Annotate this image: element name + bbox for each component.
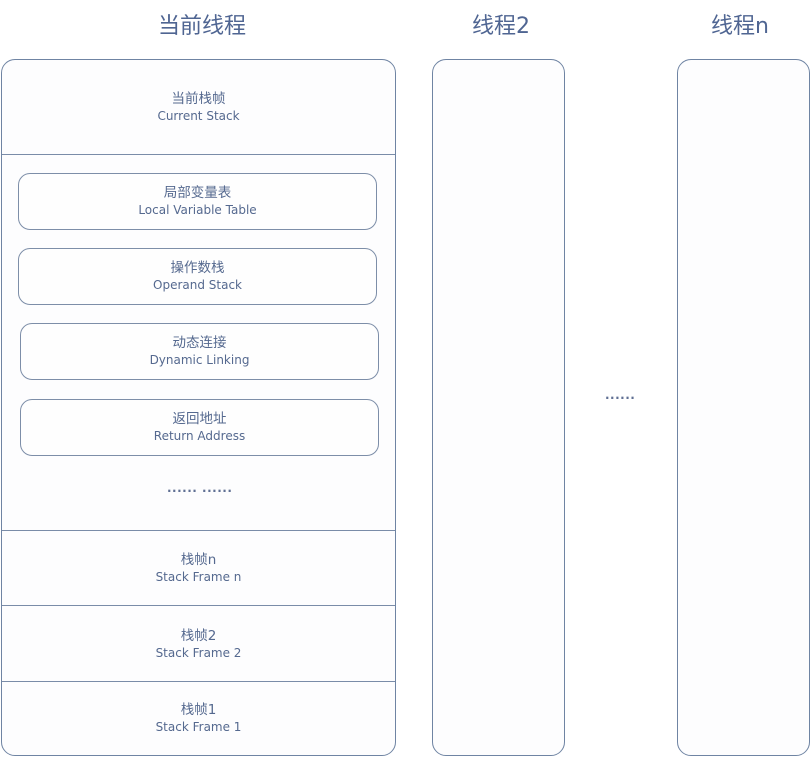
current-frame-body (2, 154, 395, 531)
local-variable-table-box: 局部变量表 Local Variable Table (18, 173, 377, 230)
operand-stack-box: 操作数栈 Operand Stack (18, 248, 377, 305)
return-address-zh: 返回地址 (172, 411, 227, 427)
return-address-en: Return Address (153, 429, 246, 443)
stack-frame-n-zh: 栈帧n (180, 552, 217, 568)
current-stack-en: Current Stack (157, 109, 240, 123)
current-stack-section: 当前栈帧 Current Stack (2, 60, 395, 155)
stack-frame-2-zh: 栈帧2 (180, 627, 217, 644)
dynamic-linking-en: Dynamic Linking (149, 353, 250, 367)
title-current-thread: 当前线程 (158, 14, 247, 39)
operand-stack-zh: 操作数栈 (170, 260, 225, 276)
stack-frame-1: 栈帧1 Stack Frame 1 (2, 681, 395, 755)
components-ellipsis: ...... ...... (167, 481, 233, 495)
stack-frame-1-zh: 栈帧1 (180, 702, 217, 718)
dynamic-linking-zh: 动态连接 (172, 335, 227, 351)
local-variable-table-en: Local Variable Table (138, 203, 257, 217)
current-stack-zh: 当前栈帧 (171, 91, 226, 107)
thread-n-stack (677, 59, 810, 756)
stack-frame-2: 栈帧2 Stack Frame 2 (2, 605, 395, 682)
stack-frame-1-en: Stack Frame 1 (155, 720, 242, 734)
local-variable-table-zh: 局部变量表 (163, 185, 232, 201)
thread-2-stack (432, 59, 565, 756)
title-thread-n: 线程n (711, 14, 769, 39)
stack-frame-n: 栈帧n Stack Frame n (2, 530, 395, 606)
dynamic-linking-box: 动态连接 Dynamic Linking (20, 323, 379, 380)
stack-frame-2-en: Stack Frame 2 (155, 645, 242, 660)
operand-stack-en: Operand Stack (153, 278, 242, 292)
between-threads-ellipsis: ...... (605, 388, 636, 402)
title-thread-2: 线程2 (472, 14, 530, 39)
return-address-box: 返回地址 Return Address (20, 399, 379, 456)
stack-frame-n-en: Stack Frame n (155, 570, 242, 584)
current-thread-stack: 当前栈帧 Current Stack 局部变量表 Local Variable … (1, 59, 396, 756)
